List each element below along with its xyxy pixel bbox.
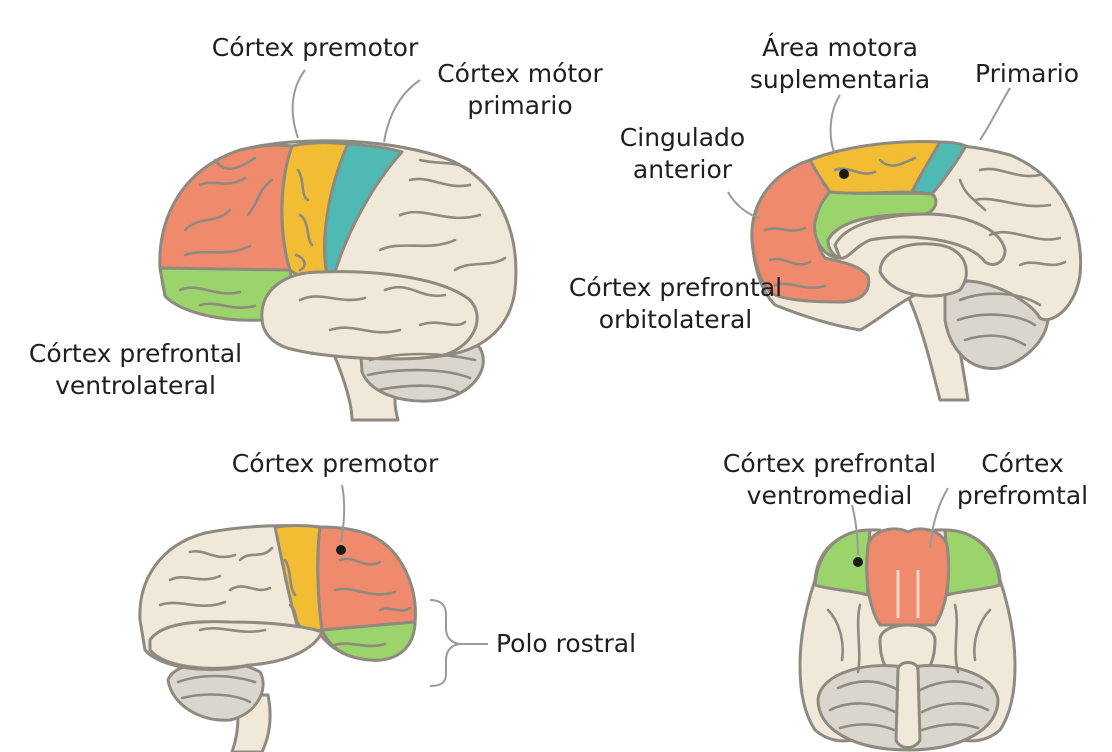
ventral-vmpfc-line1: Córtex prefrontal (722, 449, 937, 478)
rostral-temporal-lobe (148, 620, 324, 670)
ventral-cerebellum-folia (828, 702, 990, 732)
medial-primary-region (910, 140, 968, 196)
label-medial-cingulate: Cingulado anterior (615, 122, 750, 186)
medial-sma-line2: suplementaria (749, 65, 931, 94)
medial-sma-leader (829, 94, 841, 153)
rostral-premotor-leader (340, 484, 346, 543)
lateral-motor-region (323, 142, 404, 284)
medial-primary-leader (979, 87, 1011, 141)
label-medial-orbitolateral: Córtex prefrontal orbitolateral (558, 272, 793, 336)
medial-cerebellum-folia (956, 292, 1042, 347)
medial-cingulate-line1: Cingulado (619, 123, 746, 152)
rostral-premotor-text: Córtex premotor (231, 449, 439, 478)
lateral-motor-line2: primario (467, 91, 573, 120)
lateral-cerebellum-folia (366, 352, 477, 394)
label-rostral-pole: Polo rostral (496, 628, 636, 660)
lateral-vlpfc-line1: Córtex prefrontal (28, 339, 243, 368)
lateral-brain (158, 69, 518, 422)
medial-brain (727, 87, 1083, 402)
label-medial-sma: Área motora suplementaria (735, 32, 945, 96)
medial-primary-text: Primario (974, 59, 1080, 88)
ventral-vmpfc-region (865, 527, 951, 627)
rostral-premotor-marker (336, 545, 346, 555)
ventral-pfc-line1: Córtex (981, 449, 1064, 478)
lateral-vlpfc-line2: ventrolateral (55, 371, 216, 400)
rostral-pole-region (320, 620, 417, 662)
label-lateral-premotor: Córtex premotor (200, 32, 430, 64)
lateral-premotor-leader (291, 69, 306, 139)
ventral-pfc-line2: prefromtal (956, 481, 1089, 510)
medial-orbito-line2: orbitolateral (598, 305, 753, 334)
ventral-medulla (894, 661, 922, 749)
medial-corpus-callosum (833, 212, 1007, 266)
lateral-premotor-text: Córtex premotor (211, 33, 419, 62)
ventral-brain (798, 487, 1017, 752)
rostral-pole-bracket (429, 599, 463, 687)
rostral-pole-text: Polo rostral (496, 629, 637, 658)
lateral-motor-leader (383, 79, 421, 143)
label-ventral-vmpfc: Córtex prefrontal ventromedial (712, 448, 947, 512)
rostral-cerebellum-folia (176, 674, 257, 704)
ventral-olfactory-tracts (896, 570, 920, 618)
medial-sma-line1: Área motora (762, 33, 918, 62)
rostral-gyri (158, 546, 412, 648)
lateral-gyri (178, 156, 507, 334)
ventral-gyri (826, 603, 992, 692)
lateral-motor-line1: Córtex mótor (437, 59, 603, 88)
medial-cingulate-region (813, 190, 938, 260)
rostral-prefrontal-region (316, 525, 417, 632)
medial-cingulate-line2: anterior (632, 155, 733, 184)
ventral-vmpfc-line2: ventromedial (746, 481, 913, 510)
medial-orbito-line1: Córtex prefrontal (568, 273, 783, 302)
medial-sma-marker (839, 169, 849, 179)
medial-thalamus (878, 242, 968, 298)
ventral-pfc-leader (929, 487, 949, 549)
ventral-vmpfc-marker (853, 557, 863, 567)
label-rostral-premotor: Córtex premotor (220, 448, 450, 480)
label-lateral-vlpfc: Córtex prefrontal ventrolateral (18, 338, 253, 402)
medial-cingulate-leader (727, 191, 761, 219)
label-lateral-motor: Córtex mótor primario (420, 58, 620, 122)
ventral-vmpfc-leader (851, 504, 859, 556)
ventral-right-lateral-pfc (943, 528, 1002, 597)
label-medial-primary: Primario (962, 58, 1092, 90)
rostral-brain (138, 484, 488, 752)
label-ventral-pfc: Córtex prefromtal (940, 448, 1105, 512)
medial-gyri (763, 156, 1067, 289)
